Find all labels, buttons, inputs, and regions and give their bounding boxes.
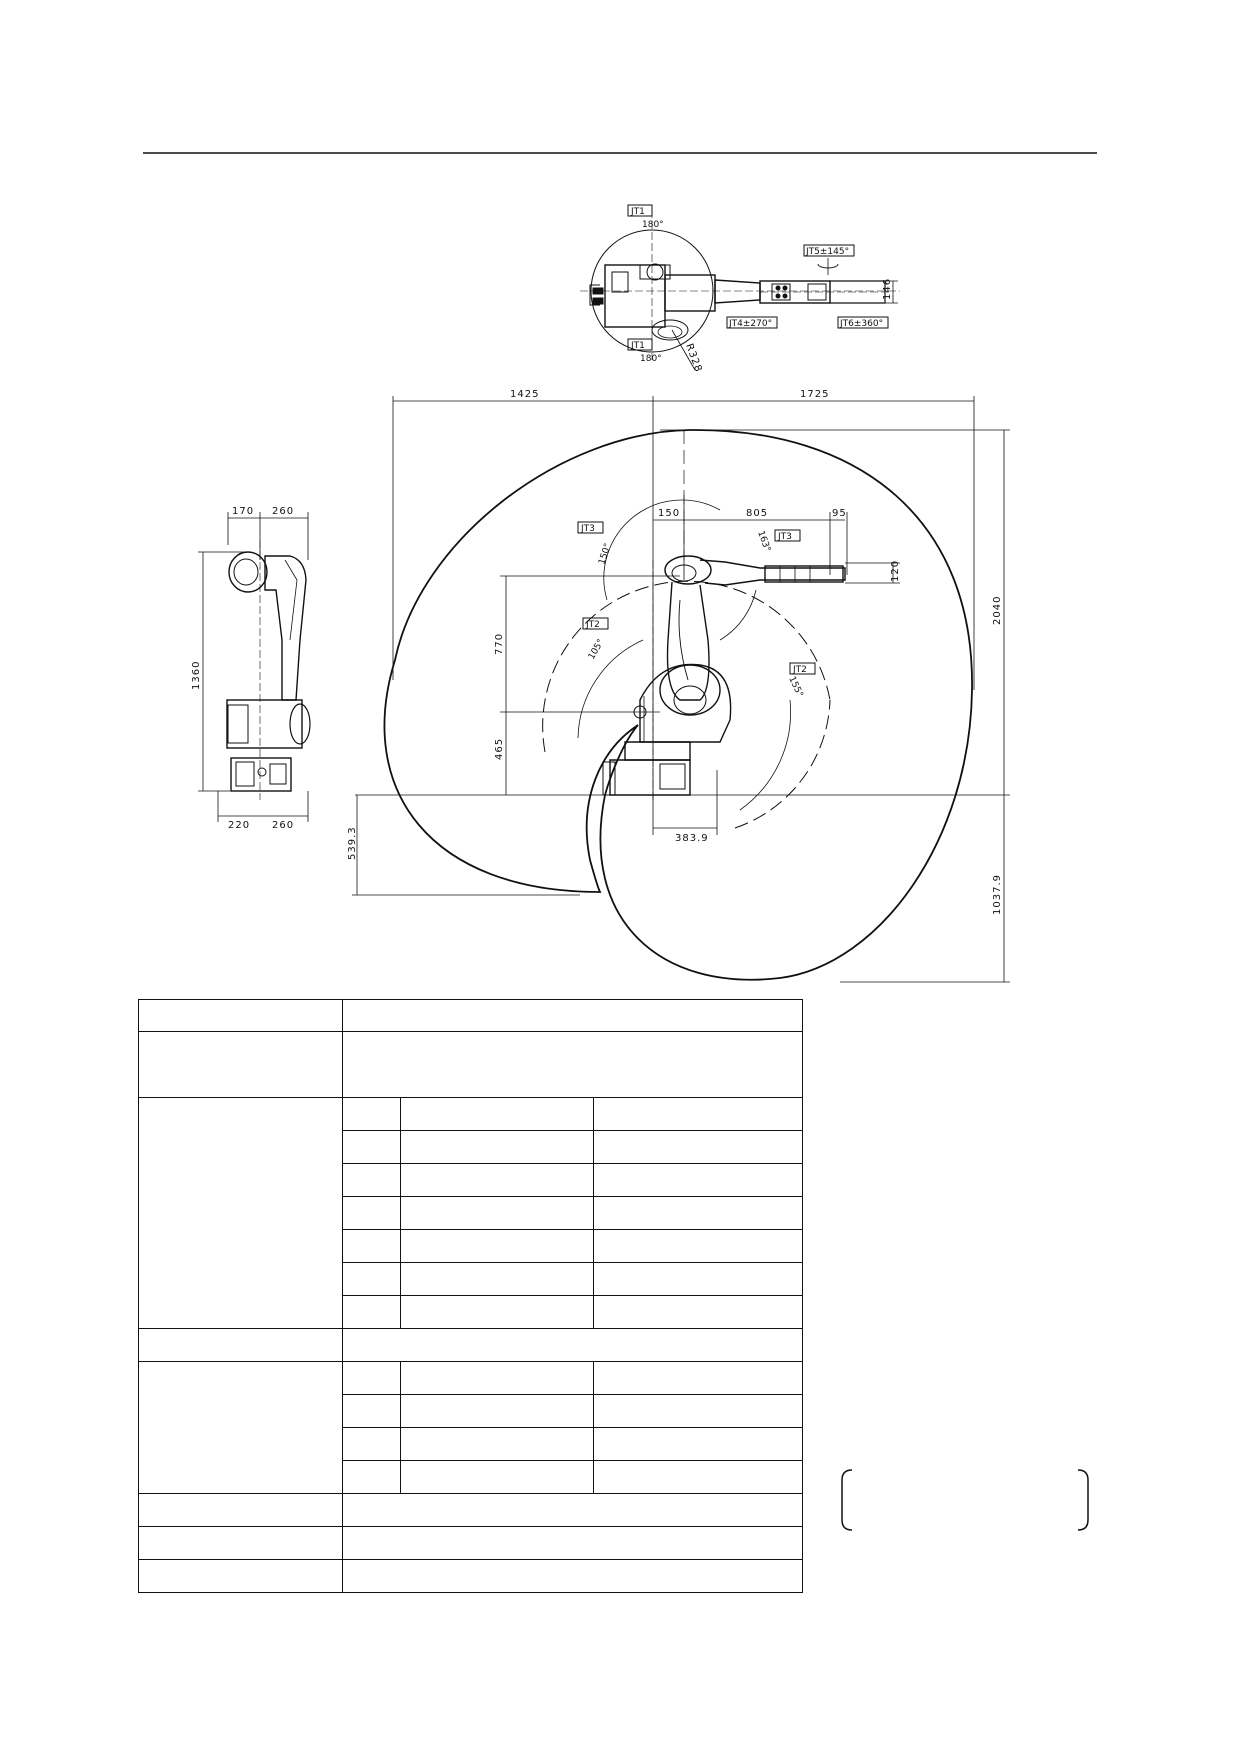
table-row — [139, 1163, 804, 1197]
table-row — [138, 1361, 804, 1494]
jt2-tag-left — [582, 617, 609, 630]
dim-805-label: 805 — [746, 508, 768, 519]
specification-table — [138, 999, 804, 1593]
dim-770-label: 770 — [494, 633, 505, 655]
table-row — [138, 1031, 804, 1098]
side-view: 170 260 1360 220 260 — [191, 506, 311, 831]
jt6-tag — [837, 316, 889, 329]
table-row — [139, 1460, 804, 1494]
svg-text:JT4±270°: JT4±270° — [728, 319, 772, 329]
robot-arm — [602, 555, 846, 796]
jt2-range-arc — [542, 580, 831, 753]
work-envelope-view: 1425 1725 2040 1037.9 539.3 770 465 150 … — [347, 389, 1010, 983]
table-row — [138, 1328, 804, 1362]
svg-text:JT3: JT3 — [580, 524, 595, 534]
svg-text:JT3: JT3 — [777, 532, 792, 542]
dim-260-bottom-label: 260 — [272, 820, 294, 831]
table-row — [139, 1262, 804, 1296]
dim-95-label: 95 — [832, 508, 847, 519]
dim-2040-label: 2040 — [992, 596, 1003, 625]
svg-text:JT2: JT2 — [792, 665, 807, 675]
dim-1725-label: 1725 — [800, 389, 829, 400]
table-row — [138, 1097, 804, 1329]
dim-539-3-label: 539.3 — [347, 826, 358, 860]
jt1-tag-bottom — [627, 338, 653, 351]
jt3-angle-right: 163° — [755, 530, 772, 554]
dim-1037-9-label: 1037.9 — [992, 874, 1003, 915]
jt4-tag — [726, 316, 778, 329]
jt3-tag-right — [774, 529, 801, 542]
table-row — [138, 999, 804, 1032]
table-row — [138, 1526, 804, 1560]
jt2-angle-left: 105° — [587, 638, 607, 662]
jt1-angle-bottom: 180° — [640, 354, 662, 364]
drawing-sheet: 146 R328 JT1 180° JT1 180° JT5±145° JT4±… — [143, 152, 1097, 983]
jt2-tag-right — [789, 662, 816, 675]
dim-260-top-label: 260 — [272, 506, 294, 517]
svg-text:JT6±360°: JT6±360° — [839, 319, 883, 329]
top-view: 146 R328 JT1 180° JT1 180° JT5±145° JT4±… — [580, 204, 900, 374]
jt1-tag-top — [627, 204, 653, 217]
table-row — [138, 1493, 804, 1527]
dim-146-label: 146 — [882, 278, 893, 300]
dim-r328-label: R328 — [683, 342, 704, 374]
jt3-tag-left — [577, 521, 604, 534]
table-row — [139, 1130, 804, 1164]
dim-220-label: 220 — [228, 820, 250, 831]
svg-text:JT5±145°: JT5±145° — [805, 247, 849, 257]
jt1-angle-top: 180° — [642, 220, 664, 230]
svg-text:JT1: JT1 — [630, 207, 645, 217]
dim-1425-label: 1425 — [510, 389, 539, 400]
table-row — [139, 1196, 804, 1230]
jt3-angle-left: 150° — [597, 542, 613, 566]
jt5-tag — [803, 244, 855, 257]
top-view-base — [604, 264, 666, 328]
dim-150-label: 150 — [658, 508, 680, 519]
table-row — [139, 1394, 804, 1428]
dim-1360-label: 1360 — [191, 661, 202, 690]
dim-465-label: 465 — [494, 738, 505, 760]
note-bracket-box — [841, 1469, 1089, 1531]
dim-120-label: 120 — [890, 560, 901, 582]
svg-text:JT1: JT1 — [630, 341, 645, 351]
work-envelope-outline — [383, 429, 973, 981]
dim-383-9-label: 383.9 — [675, 833, 709, 844]
dim-170-label: 170 — [232, 506, 254, 517]
jt2-angle-right: 155° — [786, 675, 804, 699]
svg-text:JT2: JT2 — [585, 620, 600, 630]
table-row — [138, 1559, 804, 1593]
